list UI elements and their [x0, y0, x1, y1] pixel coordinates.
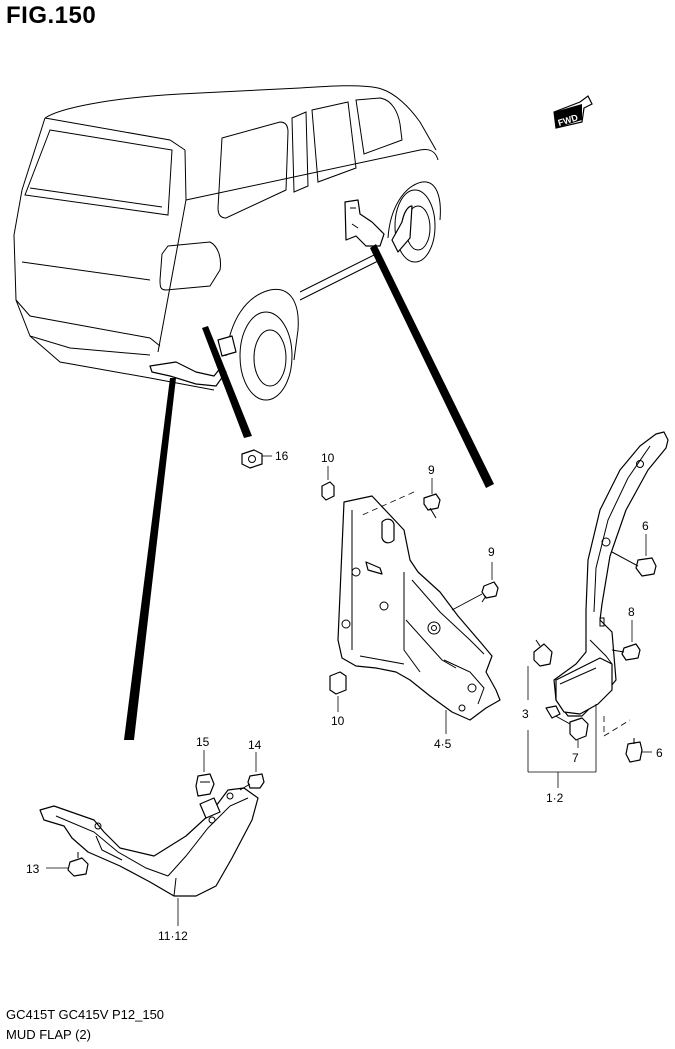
part-9-screw-lower [451, 562, 499, 611]
callout-15: 15 [196, 735, 210, 749]
part-13-clip [46, 852, 89, 877]
part-8-bolt [611, 620, 641, 661]
callout-7: 7 [572, 751, 579, 765]
figure-title: FIG.150 [6, 2, 97, 29]
part-4-5-front-bracket [337, 495, 501, 734]
part-10-clip-upper [321, 466, 335, 501]
part-10-clip-lower [329, 671, 347, 712]
fwd-direction-badge: FWD [553, 95, 593, 129]
figure-code: GC415T GC415V P12_150 [6, 1007, 165, 1022]
part-6-bolt-lower [625, 738, 652, 763]
part-9-screw-upper [359, 478, 441, 519]
callout-1-2: 1·2 [546, 791, 564, 805]
callout-9-upper: 9 [428, 463, 435, 477]
callout-10-upper: 10 [321, 451, 335, 465]
callout-13: 13 [26, 862, 40, 876]
callout-6-lower: 6 [656, 746, 663, 760]
callout-4-5: 4·5 [434, 737, 452, 751]
part-15-clip [195, 750, 215, 797]
part-3-clip [527, 639, 553, 700]
callout-10-lower: 10 [331, 714, 345, 728]
callout-labels: 16 10 9 9 10 4·5 6 8 3 7 6 1·2 15 14 13 … [26, 449, 663, 943]
part-6-bolt-upper [611, 534, 657, 577]
callout-9-lower: 9 [488, 545, 495, 559]
callout-8: 8 [628, 605, 635, 619]
callout-16: 16 [275, 449, 289, 463]
part-16-clip-nut [241, 449, 272, 469]
leader-wedges [124, 244, 494, 740]
part-14-screw [239, 752, 265, 791]
callout-14: 14 [248, 738, 262, 752]
figure-name: MUD FLAP (2) [6, 1027, 91, 1042]
callout-3: 3 [522, 707, 529, 721]
vehicle-illustration [13, 85, 441, 401]
callout-11-12: 11·12 [158, 929, 188, 943]
callout-6-upper: 6 [642, 519, 649, 533]
part-1-2-front-mud-flap [553, 431, 669, 737]
part-11-12-rear-mud-flap [39, 787, 259, 926]
callout-bracket-1-2 [527, 704, 597, 788]
part-7-clip [545, 705, 589, 748]
